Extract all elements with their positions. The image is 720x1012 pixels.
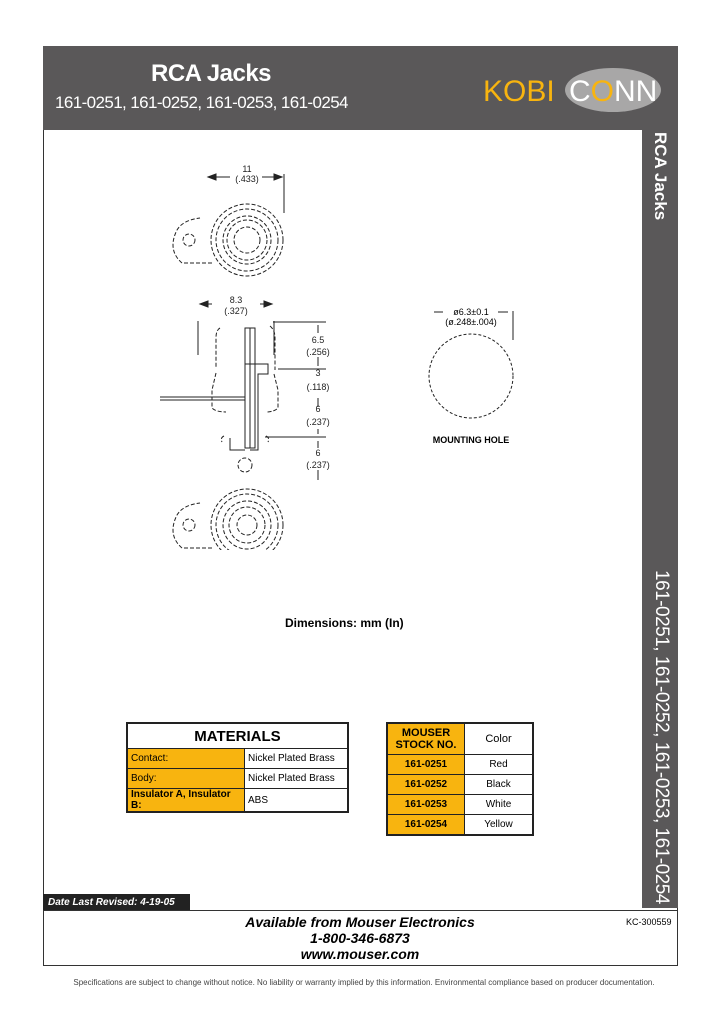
stock-color: Red <box>464 754 534 775</box>
dim-h3-in: (.237) <box>306 417 330 427</box>
stock-no: 161-0254 <box>386 814 465 836</box>
page-title: RCA Jacks <box>151 60 272 87</box>
available-from: Available from Mouser Electronics <box>245 914 475 930</box>
document-code: KC-300559 <box>626 917 672 927</box>
dim-side-mm: 8.3 <box>230 295 243 305</box>
side-parts: 161-0251, 161-0252, 161-0253, 161-0254 <box>651 570 672 904</box>
dim-h2-mm: 3 <box>315 368 320 378</box>
dim-h4-mm: 6 <box>315 448 320 458</box>
dim-h1-mm: 6.5 <box>312 335 325 345</box>
dim-h3-mm: 6 <box>315 404 320 414</box>
divider <box>43 910 678 911</box>
stock-color: Black <box>464 774 534 795</box>
dim-top-in: (.433) <box>235 174 259 184</box>
stock-no: 161-0251 <box>386 754 465 775</box>
dim-top-mm: 11 <box>242 164 251 174</box>
part-numbers: 161-0251, 161-0252, 161-0253, 161-0254 <box>55 93 349 112</box>
svg-text:CONN: CONN <box>569 75 657 108</box>
side-bar: RCA Jacks 161-0251, 161-0252, 161-0253, … <box>642 130 678 908</box>
svg-text:KOBI: KOBI <box>483 75 555 108</box>
hole-dim-in: (ø.248±.004) <box>445 317 496 327</box>
phone: 1-800-346-6873 <box>310 930 410 946</box>
material-value: ABS <box>244 788 349 813</box>
website: www.mouser.com <box>300 946 420 962</box>
material-value: Nickel Plated Brass <box>244 768 349 789</box>
technical-drawing: 11 (.433) 8.3 (.327) 6.5 (.256) 3 (.118)… <box>160 164 514 550</box>
disclaimer: Specifications are subject to change wit… <box>73 978 655 987</box>
material-value: Nickel Plated Brass <box>244 748 349 769</box>
mounting-hole-label: MOUNTING HOLE <box>433 435 510 445</box>
stock-header: MOUSER STOCK NO. <box>386 722 465 755</box>
availability: Available from Mouser Electronics 1-800-… <box>0 914 720 962</box>
material-key: Contact: <box>126 748 245 769</box>
dim-h4-in: (.237) <box>306 460 330 470</box>
stock-color: Yellow <box>464 814 534 836</box>
materials-table: MATERIALS Contact:Nickel Plated Brass Bo… <box>126 722 349 813</box>
dim-h2-in: (.118) <box>307 382 330 392</box>
dim-h1-in: (.256) <box>306 347 330 357</box>
side-title: RCA Jacks <box>651 132 670 221</box>
dimensions-note: Dimensions: mm (In) <box>285 616 404 630</box>
color-header: Color <box>464 722 534 755</box>
material-key: Insulator A, Insulator B: <box>126 788 245 813</box>
kobiconn-logo: KOBI CONN <box>483 68 661 112</box>
date-revised: Date Last Revised: 4-19-05 <box>43 894 190 911</box>
stock-color: White <box>464 794 534 815</box>
material-key: Body: <box>126 768 245 789</box>
stock-no: 161-0253 <box>386 794 465 815</box>
hole-dim-mm: ø6.3±0.1 <box>453 307 488 317</box>
header: RCA Jacks 161-0251, 161-0252, 161-0253, … <box>43 46 678 130</box>
dim-side-in: (.327) <box>224 306 248 316</box>
materials-title: MATERIALS <box>126 722 349 749</box>
stock-no: 161-0252 <box>386 774 465 795</box>
